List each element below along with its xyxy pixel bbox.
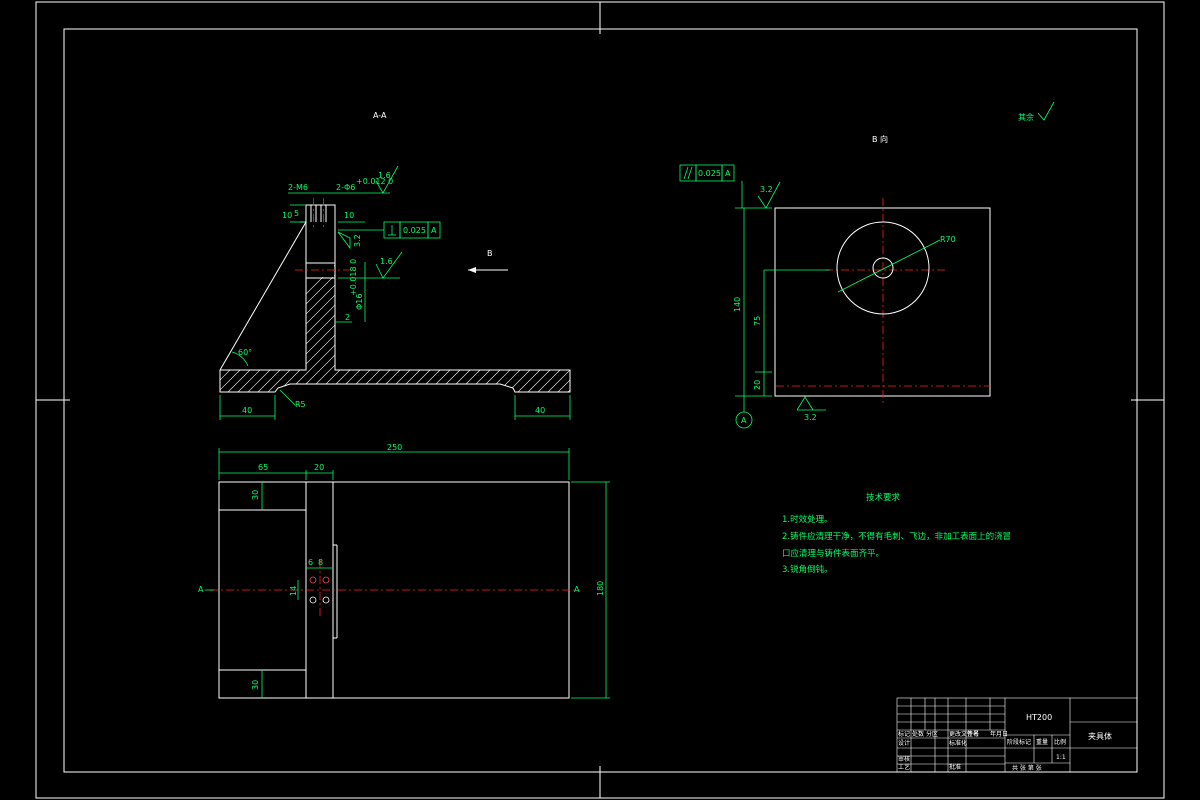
- dim-140: 140: [733, 297, 742, 312]
- surface-rest: 其余: [1018, 112, 1034, 122]
- dim-10a: 10: [282, 211, 292, 220]
- tb-row-label-2: 处数: [912, 730, 924, 738]
- tb-weight: 重量: [1036, 738, 1048, 746]
- datum-a-circle: [735, 411, 753, 429]
- dim-40-left: 40: [242, 406, 252, 415]
- rough-32-bot: 3.2: [804, 413, 817, 422]
- dim-2phi6: 2-Φ6: [336, 183, 355, 192]
- dim-40-right: 40: [535, 406, 545, 415]
- hole-3: [309, 596, 317, 604]
- cut-a-right: A: [574, 585, 580, 594]
- angle-60: 60°: [238, 348, 252, 357]
- view-b: R70 B 向 0.025 A 3.2 140 75 20 A 3.2 其余: [679, 101, 1055, 429]
- sheet-border: [35, 1, 1165, 799]
- rough-16-top: 1.6: [378, 171, 391, 180]
- tol-phi16: +0.018 0: [349, 259, 358, 296]
- dim-75: 75: [753, 316, 762, 326]
- dim-2m6: 2-M6: [288, 183, 308, 192]
- rough-32: 3.2: [353, 234, 362, 247]
- tech-requirements: 技术要求 1.时效处理。 2.铸件应清理干净，不得有毛刺、飞边，非加工表面上的浇…: [782, 492, 1011, 575]
- arrow-b-label: B: [487, 249, 493, 258]
- title-block: HT200 夹具体 标记 处数 分区 更改文件号 签名 年月日 设计 标准化 审…: [896, 697, 1138, 773]
- tb-design: 设计: [898, 739, 910, 747]
- tech-line-2: 2.铸件应清理干净，不得有毛刺、飞边，非加工表面上的浇冒: [782, 531, 1011, 542]
- dim-5: 5: [294, 209, 299, 218]
- material: HT200: [1026, 713, 1052, 722]
- perp-value: 0.025: [403, 226, 426, 235]
- tol-phi6: +0.012 0: [356, 177, 393, 186]
- section-label: A-A: [373, 111, 387, 120]
- tech-line-4: 3.锐角倒钝。: [782, 564, 833, 575]
- tb-row-label-3: 分区: [926, 730, 938, 738]
- hole-2: [322, 576, 330, 584]
- parallel-datum: A: [725, 169, 731, 178]
- rough-16-mid: 1.6: [380, 257, 393, 266]
- view-b-outline: [774, 207, 991, 397]
- dim-14: 14: [289, 586, 298, 596]
- parallel-value: 0.025: [698, 169, 721, 178]
- dim-2: 2: [345, 313, 350, 322]
- plan-view: 250 65 20 30 30 6 8 14 180 A A: [198, 443, 610, 699]
- dim-65: 65: [258, 463, 268, 472]
- dim-6: 6: [308, 558, 313, 567]
- bore-circle: [872, 257, 894, 279]
- tb-standardize: 标准化: [949, 739, 967, 747]
- tb-scale: 1:1: [1056, 754, 1066, 761]
- dim-180: 180: [596, 581, 605, 596]
- view-b-label: B 向: [872, 134, 888, 144]
- dim-250: 250: [387, 443, 402, 452]
- tb-process: 工艺: [898, 763, 910, 771]
- tb-row-label-5: 签名: [967, 730, 979, 738]
- tb-review: 审核: [898, 755, 910, 763]
- rib-edge: [219, 221, 307, 371]
- hole-1: [309, 576, 317, 584]
- tb-row-label-4: 更改文件号: [949, 730, 979, 738]
- boss-circle: [836, 221, 930, 315]
- tb-ratio: 比例: [1054, 738, 1066, 746]
- tb-sheets: 共 张 第 张: [1012, 764, 1042, 772]
- radius-r70: R70: [940, 235, 956, 244]
- tech-line-1: 1.时效处理。: [782, 514, 833, 525]
- tb-row-label-6: 年月日: [990, 730, 1008, 738]
- datum-a: A: [741, 416, 747, 425]
- dim-phi16: Φ16: [355, 294, 364, 310]
- tech-line-3: 口应清理与铸件表面齐平。: [782, 548, 884, 559]
- part-name: 夹具体: [1088, 731, 1112, 741]
- dim-30-top: 30: [251, 490, 260, 500]
- dim-30-bot: 30: [251, 680, 260, 690]
- dim-20-b: 20: [753, 380, 762, 390]
- rough-32-top: 3.2: [760, 185, 773, 194]
- drawing-frame: [63, 28, 1138, 773]
- dim-20: 20: [314, 463, 324, 472]
- tb-stage: 阶段标记: [1007, 738, 1031, 746]
- perp-datum: A: [431, 226, 437, 235]
- section-view: 40 40 R5 60° 2-M6 2-Φ6 +0.012 0 1.6 10 5…: [219, 111, 571, 420]
- dim-10b: 10: [344, 211, 354, 220]
- radius-r5: R5: [295, 400, 306, 409]
- cut-a-left: A: [198, 585, 204, 594]
- tb-row-label-1: 标记: [898, 730, 910, 738]
- hole-4: [322, 596, 330, 604]
- tech-title: 技术要求: [866, 492, 901, 503]
- dim-8: 8: [318, 558, 323, 567]
- tb-approve: 批准: [949, 763, 961, 771]
- section-outline: [219, 204, 571, 393]
